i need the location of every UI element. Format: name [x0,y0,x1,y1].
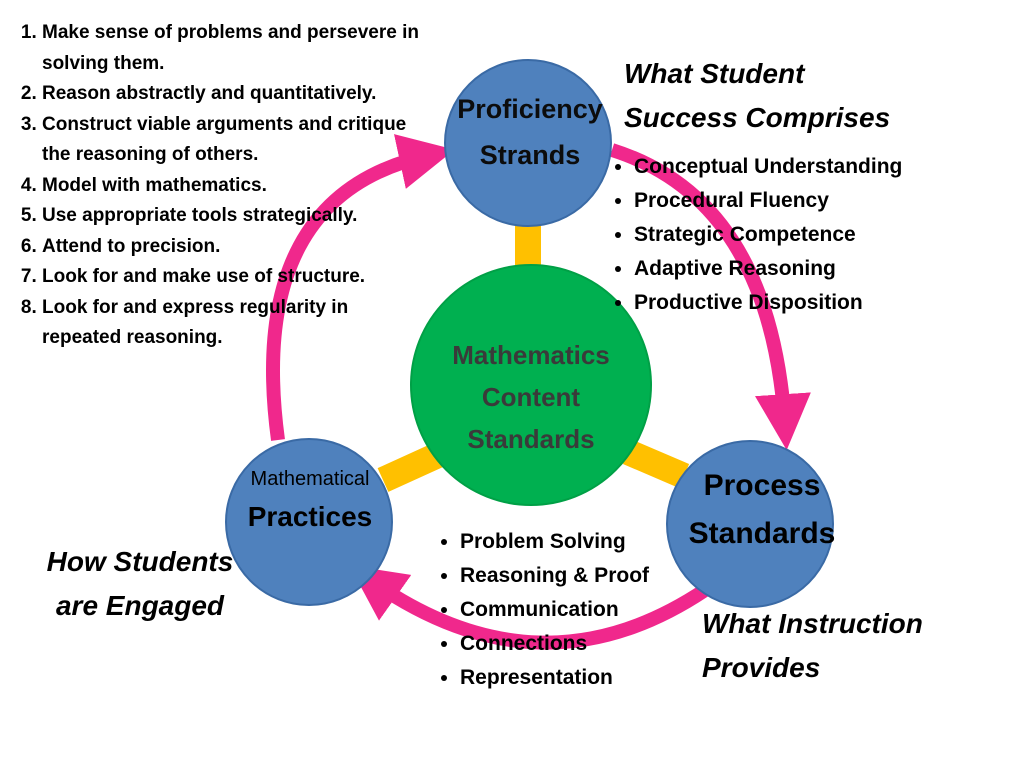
label-proficiency-line2: Strands [479,140,581,170]
practice-item: Look for and express regularity in repea… [42,293,427,354]
label-proficiency-line1: Proficiency [457,94,603,124]
caption-instruction-line2: Provides [702,652,821,683]
label-content-line3: Standards [467,424,595,454]
arrow-top-to-right [609,143,811,451]
practice-item: Reason abstractly and quantitatively. [42,79,427,110]
strand-item: Conceptual Understanding [634,150,902,184]
strand-item: Procedural Fluency [634,184,902,218]
process-list: Problem Solving Reasoning & Proof Commun… [428,525,649,695]
practices-list: Make sense of problems and persevere in … [2,18,427,354]
strand-item: Productive Disposition [634,286,902,320]
practice-item: Model with mathematics. [42,171,427,202]
caption-instruction-line1: What Instruction [702,608,923,639]
caption-engaged: How Students are Engaged [30,540,250,628]
process-item: Communication [460,593,649,627]
connector-right [622,440,690,488]
process-item: Reasoning & Proof [460,559,649,593]
caption-engaged-line1: How Students [46,546,234,577]
caption-engaged-line2: are Engaged [55,590,225,621]
label-practices-line1: Mathematical [250,468,370,490]
node-content-standards [410,264,652,506]
process-item: Connections [460,627,649,661]
practice-item: Attend to precision. [42,232,427,263]
caption-success-line1: What Student [624,58,805,89]
label-process-line1: Process [703,469,821,502]
label-content-line1: Mathematics [452,340,610,370]
caption-success: What Student Success Comprises [624,52,890,140]
label-practices-line2: Practices [247,501,373,532]
node-proficiency-strands [444,59,612,227]
caption-instruction: What Instruction Provides [702,602,923,690]
connector-top [515,224,541,270]
strand-item: Adaptive Reasoning [634,252,902,286]
node-mathematical-practices [225,438,393,606]
arrow-right-to-left [349,565,709,650]
connector-left [377,443,444,492]
arrow-left-to-top [266,134,455,441]
label-content-standards: Mathematics Content Standards [420,334,642,460]
caption-success-line2: Success Comprises [624,102,891,133]
strands-list: Conceptual Understanding Procedural Flue… [602,150,902,320]
label-proficiency-strands: Proficiency Strands [440,86,620,178]
process-item: Problem Solving [460,525,649,559]
label-content-line2: Content [481,382,581,412]
label-process-line2: Standards [688,517,836,550]
practice-item: Make sense of problems and persevere in … [42,18,427,79]
label-process-standards: Process Standards [672,462,852,558]
practice-item: Construct viable arguments and critique … [42,110,427,171]
label-mathematical-practices: Mathematical Practices [220,464,400,540]
practice-item: Use appropriate tools strategically. [42,201,427,232]
node-process-standards [666,440,834,608]
process-item: Representation [460,661,649,695]
strand-item: Strategic Competence [634,218,902,252]
practice-item: Look for and make use of structure. [42,262,427,293]
